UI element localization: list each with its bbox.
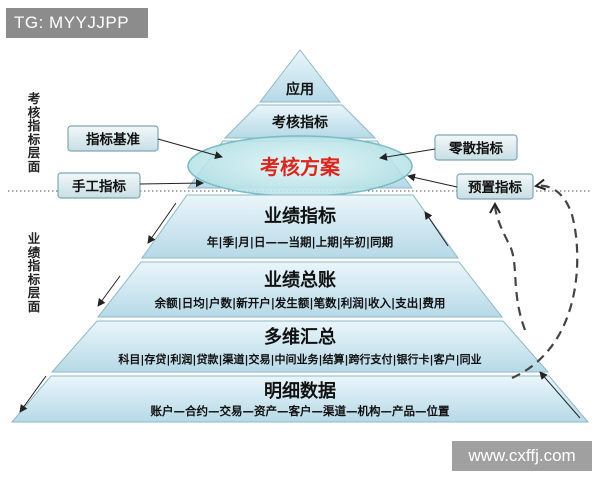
right-slope-arrow-bottom <box>539 371 581 419</box>
preset-indicator-arrow <box>407 173 458 188</box>
indicator-benchmark-label: 指标基准 <box>86 131 140 148</box>
pyramid-apex-label: 应用 <box>286 81 314 98</box>
layer-performance-ledger-shape <box>96 261 504 318</box>
feedback-loop-inner-arrow <box>495 204 527 331</box>
manual-indicator-label: 手工指标 <box>72 178 126 195</box>
layer-detail-data-title: 明细数据 <box>264 380 336 402</box>
lower-level-side-label: 业绩指标层面 <box>27 231 41 314</box>
layer-multidimensional-summary-title: 多维汇总 <box>264 326 336 348</box>
preset-indicator-label: 预置指标 <box>468 179 522 196</box>
left-slope-arrow-middle <box>97 275 121 307</box>
layer-detail-data-detail: 账户—合约—交易—资产—客户—渠道—机构—产品—位置 <box>151 404 450 418</box>
scattered-indicator-arrow <box>379 148 436 161</box>
indicator-benchmark-arrow <box>157 138 223 159</box>
layer-performance-indicators-shape <box>141 194 459 259</box>
assessment-indicators-label: 考核指标 <box>272 114 328 131</box>
left-slope-arrow-bottom <box>19 375 47 413</box>
layer-performance-ledger-detail: 余额|日均|户数|新开户|发生额|笔数|利润|收入|支出|费用 <box>154 296 446 310</box>
scattered-indicator-box <box>434 134 518 161</box>
corner-tag: TG: MYYJJPP <box>6 8 148 38</box>
layer-performance-indicators-detail: 年|季|月|日——当期|上期|年初|同期 <box>207 235 393 249</box>
indicator-benchmark-box <box>67 125 159 152</box>
feedback-loop-outer-arrow <box>511 186 579 380</box>
manual-indicator-box <box>57 172 141 199</box>
layer-multidimensional-summary-shape <box>50 320 550 373</box>
right-slope-arrow-top <box>424 211 449 247</box>
layer-multidimensional-summary-detail: 科目|存贷|利润|贷款|渠道|交易|中间业务|结算|跨行支付|银行卡|客户|同业 <box>118 352 481 366</box>
watermark-label: www.cxffj.com <box>452 441 592 471</box>
assessment-indicators-shape <box>223 104 377 139</box>
left-slope-arrow-top <box>147 202 177 244</box>
upper-level-side-label: 考核指标层面 <box>27 91 41 174</box>
pyramid-apex-shape <box>258 49 342 103</box>
scattered-indicator-label: 零散指标 <box>448 140 503 157</box>
manual-indicator-arrow <box>139 179 204 188</box>
assessment-plan-label: 考核方案 <box>260 155 341 179</box>
layer-performance-ledger-title: 业绩总账 <box>264 269 336 291</box>
layer-performance-indicators-title: 业绩指标 <box>264 205 336 227</box>
